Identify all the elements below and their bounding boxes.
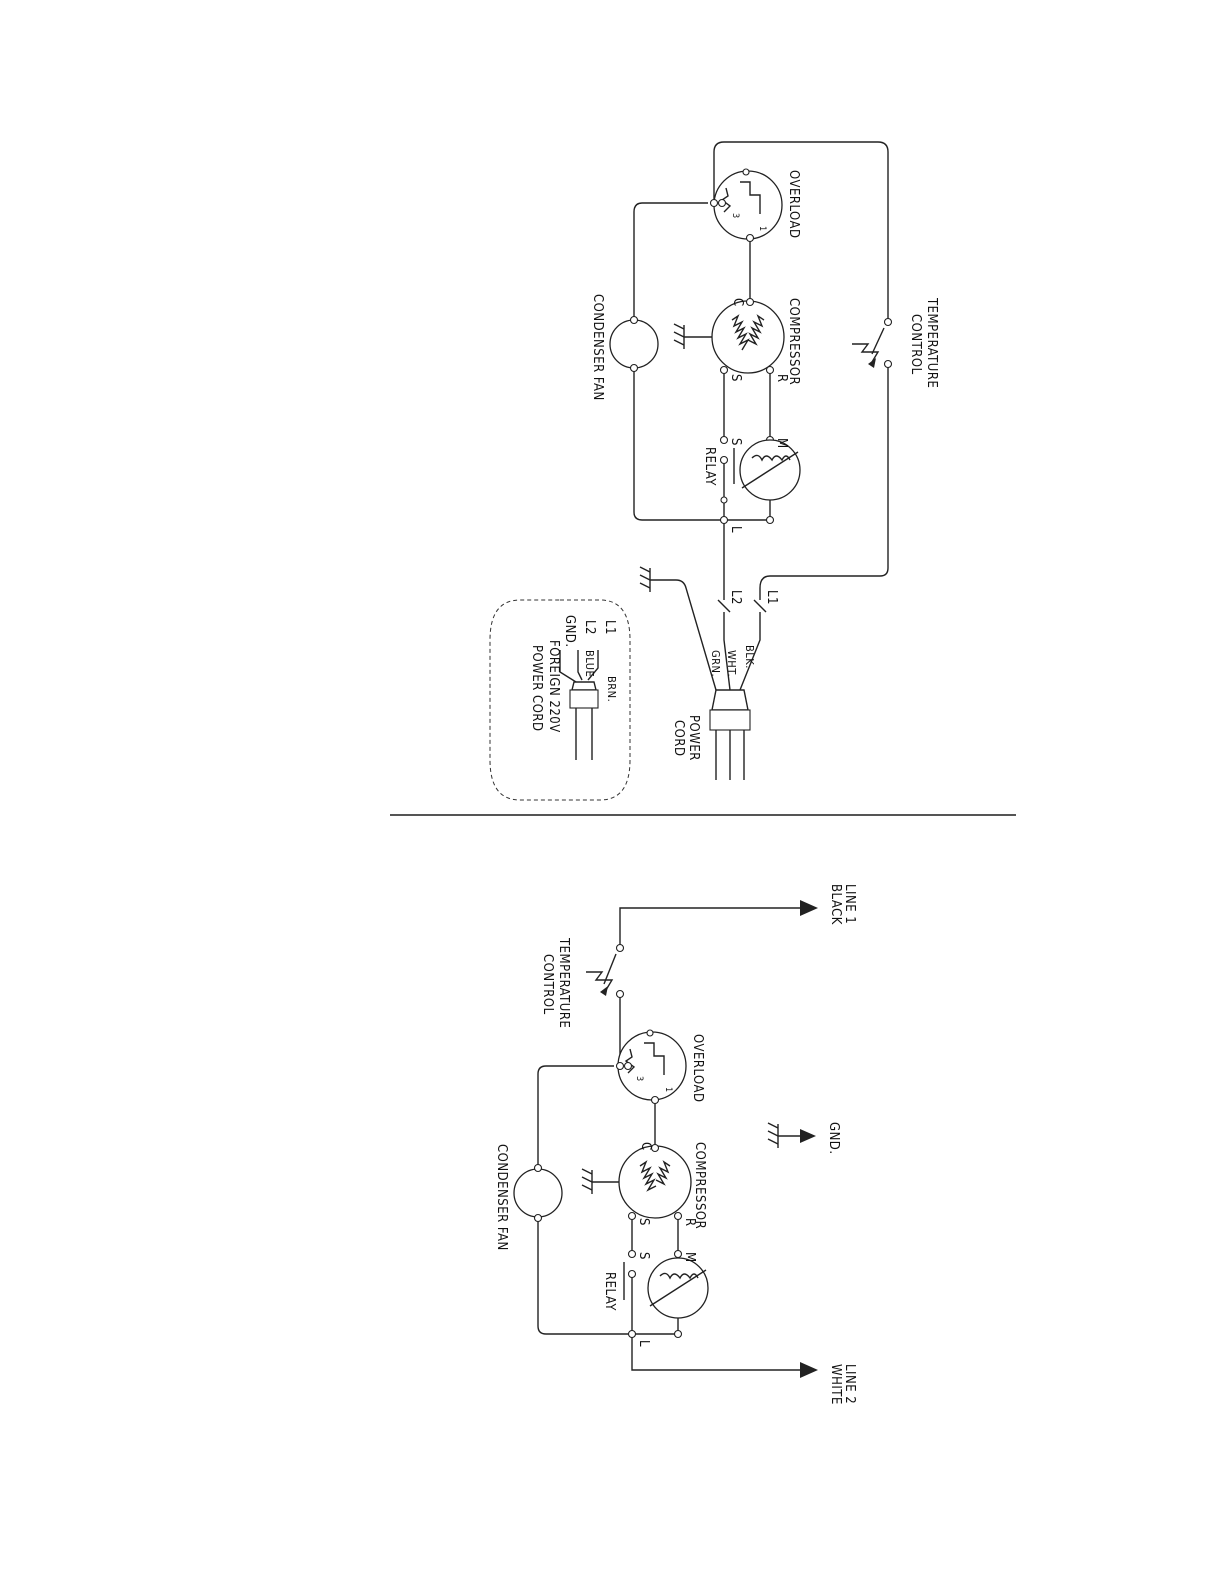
bottom-overload-terminal-1: 1 [663,1087,673,1093]
bottom-line1-label: LINE 1 [842,884,857,924]
top-wire-wht-label: WHT. [725,650,738,677]
foreign-l2-label: L2 [582,620,597,635]
bottom-relay-terminal-m: M [682,1252,697,1263]
bottom-compressor-terminal-c: C [638,1142,653,1151]
bottom-wiring-diagram: 1 3 C S R [494,884,857,1405]
foreign-brn-label: BRN. [605,676,618,702]
top-temperature-control-label-line1: TEMPERATURE [924,297,939,388]
foreign-blue-label: BLUE [583,650,596,677]
top-condenser-fan [610,317,658,372]
bottom-relay-terminal-s: S [636,1252,651,1260]
top-line-l2-label: L2 [728,590,743,605]
bottom-gnd-symbol [768,1123,778,1148]
top-line-connections: L1 L2 [718,590,779,612]
foreign-l1-label: L1 [602,620,617,635]
bottom-condenser-fan [514,1165,562,1222]
top-relay-terminal-s: S [728,438,743,446]
foreign-gnd-label: GND. [562,615,577,648]
bottom-compressor-terminal-s: S [636,1218,651,1226]
top-compressor: C S R [712,298,789,383]
top-relay-terminal-m: M [774,438,789,449]
top-relay-label: RELAY [702,447,717,486]
foreign-cord-title-line2: POWER CORD [529,645,544,732]
bottom-line2-label: LINE 2 [842,1364,857,1404]
top-compressor-label: COMPRESSOR [786,298,801,385]
top-compressor-terminal-s: S [728,374,743,382]
top-temperature-control-switch [852,319,892,369]
top-overload-label: OVERLOAD [786,170,801,239]
bottom-temperature-control-label-line1: TEMPERATURE [556,937,571,1028]
top-relay-terminal-l: L [728,526,743,533]
top-line-l1-label: L1 [764,590,779,605]
bottom-overload-terminal-3: 3 [634,1076,644,1082]
bottom-condenser-fan-label: CONDENSER FAN [494,1144,509,1251]
top-foreign-cord-inset: L1 L2 GND. BRN. BLUE FOREIGN 220V POWER … [490,600,630,800]
top-power-cord-plug: BLK. WHT. GRN. POWER CORD [671,645,756,780]
bottom-compressor: C S R [619,1142,697,1227]
bottom-temperature-control-switch [586,945,624,998]
bottom-line2-color-label: WHITE [828,1364,843,1405]
bottom-relay: S M L [624,1251,708,1348]
bottom-temperature-control-label-line2: CONTROL [540,954,555,1015]
bottom-gnd-label: GND. [826,1122,841,1155]
top-relay: S M L [721,437,801,534]
foreign-cord-title-line1: FOREIGN 220V [546,640,561,733]
top-compressor-ground-symbol [674,324,684,349]
bottom-relay-terminal-l: L [636,1340,651,1347]
top-overload-terminal-1: 1 [757,226,767,232]
top-power-cord-label-line1: POWER [686,715,701,761]
top-power-cord-label-line2: CORD [671,720,686,757]
bottom-compressor-ground-symbol [582,1169,592,1194]
bottom-line1-color-label: BLACK [828,884,843,925]
top-cord-ground-symbol [640,567,650,592]
bottom-compressor-label: COMPRESSOR [692,1142,707,1229]
bottom-overload-label: OVERLOAD [690,1034,705,1103]
top-compressor-terminal-c: C [730,298,745,307]
top-temperature-control-label-line2: CONTROL [908,314,923,375]
top-wiring-diagram: 1 3 C S R [490,142,939,800]
top-overload: 1 3 [711,169,783,242]
bottom-overload: 1 3 [617,1030,687,1104]
top-wire-grn-label: GRN. [709,650,722,677]
top-condenser-fan-label: CONDENSER FAN [590,294,605,401]
bottom-relay-label: RELAY [602,1272,617,1311]
top-wire-blk-label: BLK. [743,645,756,669]
top-overload-terminal-3: 3 [730,213,740,219]
